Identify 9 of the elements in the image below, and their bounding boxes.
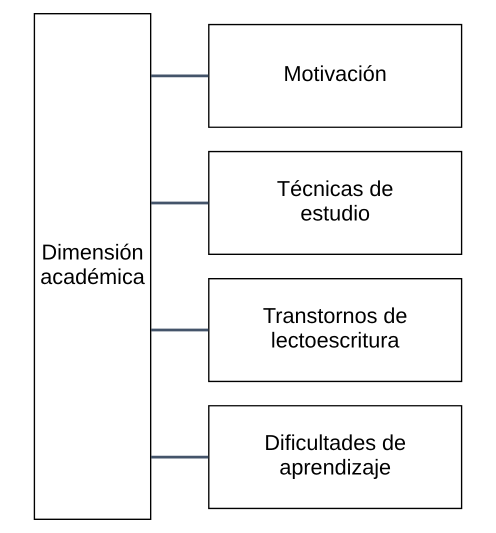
node-box: Técnicas de estudio	[208, 150, 462, 256]
connector	[151, 456, 208, 458]
node-box: Transtornos de lectoescritura	[208, 278, 462, 382]
node-box: Motivación	[208, 24, 462, 128]
connector	[151, 74, 208, 78]
connector	[151, 328, 208, 332]
node-box: Dimensión académica	[34, 13, 152, 520]
node-box: Dificultades de aprendizaje	[208, 405, 462, 510]
connector	[151, 202, 208, 204]
